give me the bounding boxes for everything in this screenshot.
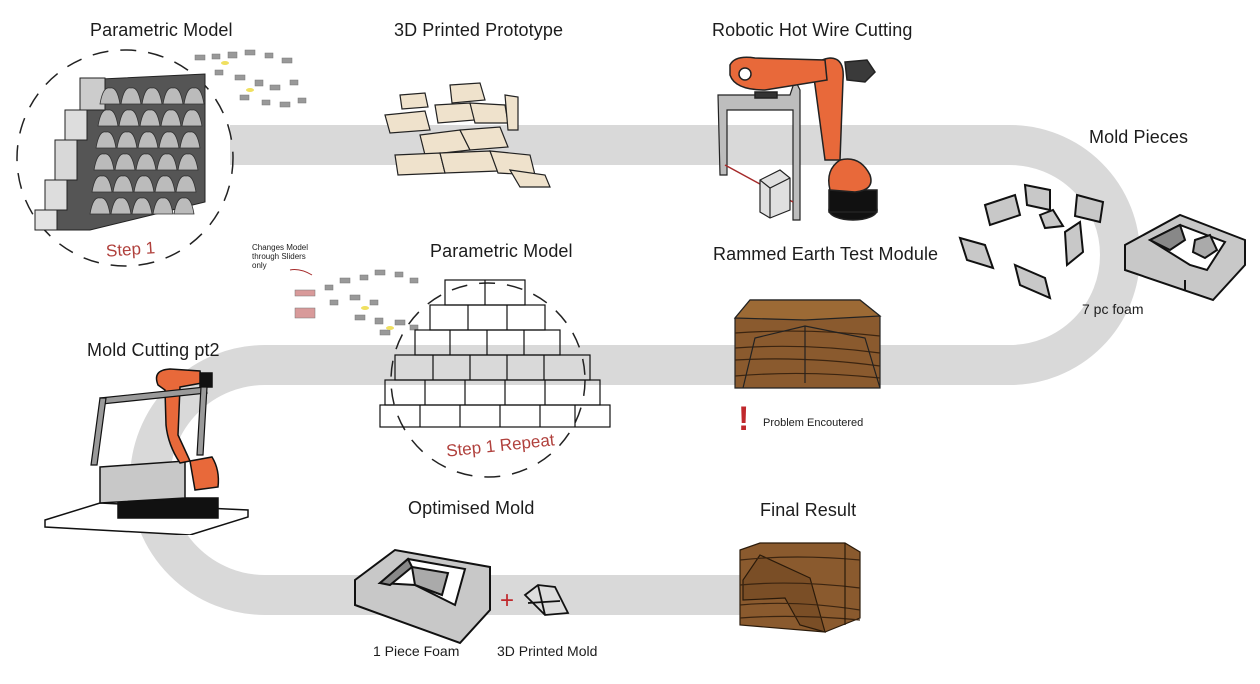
cutting-platform-icon — [44, 460, 249, 535]
scallop-cell — [114, 153, 136, 171]
printed-blocks-icon — [384, 82, 551, 188]
stage-title-printed-prototype: 3D Printed Prototype — [394, 20, 564, 40]
scallop-cell — [181, 109, 203, 127]
scallop-cell — [89, 197, 111, 215]
scallop-cell — [154, 175, 176, 193]
annotation-arrow — [289, 269, 313, 276]
scallop-cell — [152, 197, 174, 215]
cutting-frame-icon — [90, 386, 208, 466]
scallop-cell — [120, 87, 142, 105]
scallop-cell — [95, 131, 117, 149]
foam-pieces-icon — [958, 183, 1105, 300]
problem-note: Problem Encoutered — [763, 417, 864, 429]
scallop-cell — [131, 197, 153, 215]
annotation-line: Changes Model — [252, 243, 309, 252]
printed-prototype-illustration — [384, 82, 551, 188]
scallop-cell — [156, 153, 178, 171]
scallop-cell — [112, 175, 134, 193]
mold-piece — [983, 193, 1022, 227]
printed-mold-icon — [523, 584, 570, 616]
grasshopper-node-graph-icon — [194, 49, 307, 108]
mold-pieces-illustration — [958, 183, 1246, 302]
step-label-1: Step 1 — [105, 238, 156, 261]
one-piece-foam-icon — [354, 548, 491, 645]
foam-caption: 1 Piece Foam — [373, 643, 460, 659]
hot-wire-robot-illustration — [717, 56, 878, 221]
mold-piece — [1063, 220, 1085, 268]
exclamation-icon: ! — [738, 400, 750, 438]
stage-title-parametric-model-1: Parametric Model — [90, 20, 233, 40]
mold-piece — [1013, 263, 1052, 300]
mold-piece — [958, 236, 995, 270]
annotation-line: only — [252, 261, 267, 270]
plus-icon: + — [500, 587, 514, 614]
stage-title-mold-pieces: Mold Pieces — [1089, 127, 1189, 147]
optimised-mold-illustration: + — [354, 548, 570, 645]
scallop-cell — [177, 153, 199, 171]
earth-block-icon — [733, 299, 882, 389]
scallop-cell — [139, 109, 161, 127]
mold-piece — [1023, 183, 1051, 212]
printed-mold-caption: 3D Printed Mold — [497, 643, 598, 659]
final-earth-block-icon — [739, 542, 861, 633]
stage-title-rammed-earth: Rammed Earth Test Module — [713, 244, 939, 264]
scallop-cell — [173, 197, 195, 215]
stage-title-final-result: Final Result — [760, 500, 857, 520]
scallop-cell — [135, 153, 157, 171]
scallop-cell — [160, 109, 182, 127]
final-result-illustration — [739, 542, 861, 633]
stage-title-mold-cutting-2: Mold Cutting pt2 — [87, 340, 220, 360]
parametric-wall-repeat-illustration — [289, 269, 611, 478]
scallop-cell — [118, 109, 140, 127]
rammed-earth-module-illustration — [733, 299, 882, 389]
slider-annotation: Changes Model through Sliders only — [252, 243, 308, 270]
process-path-band — [130, 125, 1140, 615]
annotation-line: through Sliders — [252, 252, 306, 261]
assembled-mold-icon — [1124, 213, 1246, 302]
scallop-cell — [137, 131, 159, 149]
stage-title-optimised-mold: Optimised Mold — [408, 498, 535, 518]
mold-cutting-robot-illustration — [44, 368, 249, 535]
mold-pieces-caption: 7 pc foam — [1082, 301, 1144, 317]
scallop-cell — [91, 175, 113, 193]
scallop-cell — [162, 87, 184, 105]
scallop-cell — [110, 197, 132, 215]
mold-piece — [1073, 193, 1105, 224]
stage-title-parametric-model-2: Parametric Model — [430, 241, 573, 261]
scallop-pattern — [89, 87, 205, 215]
mold-piece — [1038, 208, 1065, 230]
scallop-cell — [99, 87, 121, 105]
scallop-cell — [158, 131, 180, 149]
scallop-cell — [133, 175, 155, 193]
scallop-cell — [179, 131, 201, 149]
scallop-cell — [141, 87, 163, 105]
robot-arm-icon — [729, 56, 878, 221]
grasshopper-node-graph-icon — [294, 269, 419, 336]
scallop-cell — [175, 175, 197, 193]
scallop-cell — [97, 109, 119, 127]
focus-circle — [16, 49, 234, 267]
scallop-cell — [183, 87, 205, 105]
parametric-wall-illustration — [16, 49, 307, 267]
scallop-cell — [93, 153, 115, 171]
stage-title-hot-wire-cutting: Robotic Hot Wire Cutting — [712, 20, 913, 40]
scallop-cell — [116, 131, 138, 149]
outlined-wall-icon — [379, 279, 611, 428]
foam-block-icon — [759, 169, 791, 219]
